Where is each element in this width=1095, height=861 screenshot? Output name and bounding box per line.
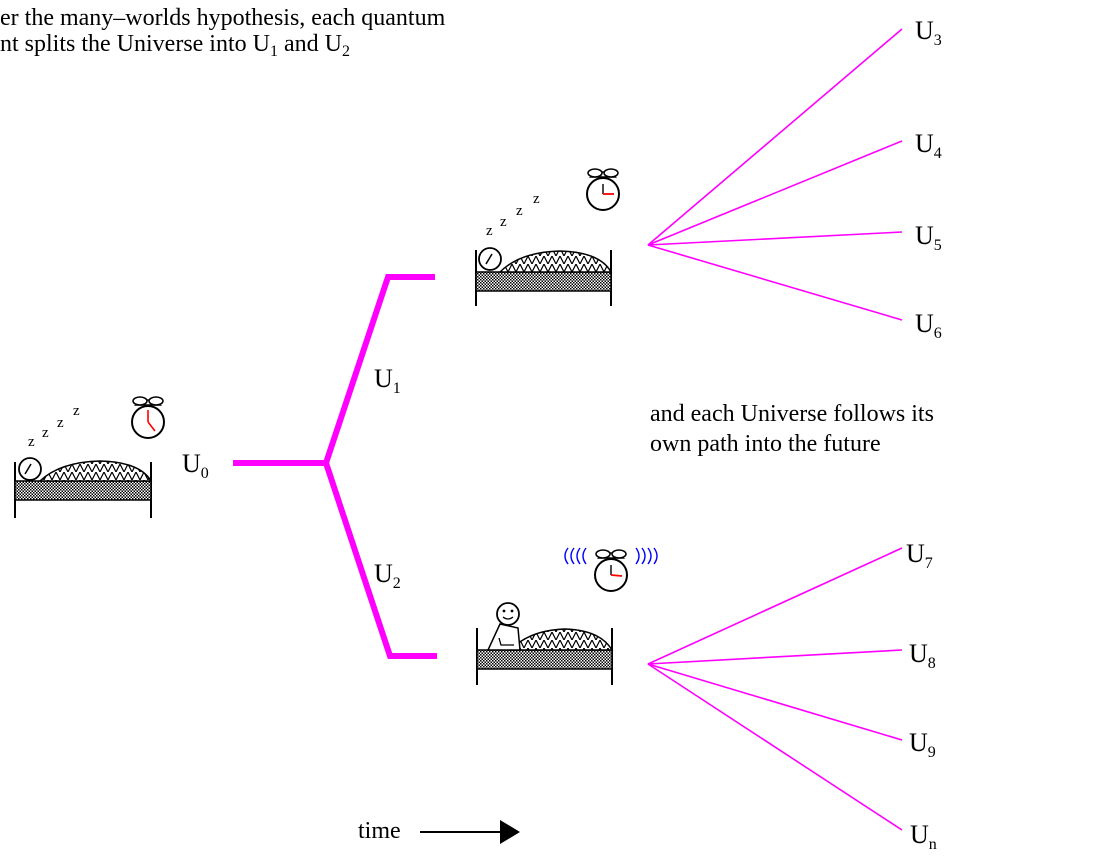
caption-line-2: nt splits the Universe into U1 and U2 [0, 31, 445, 57]
svg-text:z: z [500, 214, 507, 230]
alarm-clock-icon [595, 550, 627, 591]
note-line-2: own path into the future [650, 429, 934, 459]
branch-fan-u1 [648, 29, 902, 320]
label-u5: U5 [915, 222, 942, 250]
label-un: Un [910, 821, 937, 849]
svg-text:z: z [57, 415, 64, 431]
sleeping-person-icon [479, 248, 501, 270]
label-u9: U9 [909, 729, 936, 757]
alarm-clock-icon [132, 397, 164, 438]
label-u2: U2 [374, 560, 401, 588]
note-text: and each Universe follows its own path i… [650, 399, 934, 459]
caption-line-1: er the many–worlds hypothesis, each quan… [0, 5, 445, 31]
branch-u5 [648, 232, 902, 245]
branch-u3 [648, 29, 902, 245]
scene-u1: z z z z [476, 169, 619, 306]
branch-main [236, 277, 434, 656]
arrow-right-icon [420, 820, 520, 844]
svg-text:z: z [516, 203, 523, 219]
scene-u0: z z z z [15, 397, 164, 518]
sleeping-person-icon [19, 458, 41, 480]
svg-text:z: z [73, 403, 80, 419]
label-u6: U6 [915, 310, 942, 338]
scene-u2 [477, 548, 657, 685]
label-u7: U7 [906, 540, 933, 568]
branch-u4 [648, 141, 902, 245]
label-u8: U8 [909, 640, 936, 668]
svg-text:z: z [533, 191, 540, 207]
label-u4: U4 [915, 130, 942, 158]
label-u0: U0 [182, 450, 209, 478]
branch-u9 [648, 664, 902, 740]
awake-person-icon [488, 603, 520, 650]
label-u1: U1 [374, 365, 401, 393]
alarm-clock-icon [587, 169, 619, 210]
branch-u7 [648, 548, 902, 664]
label-u3: U3 [915, 17, 942, 45]
caption: er the many–worlds hypothesis, each quan… [0, 5, 445, 57]
branch-u6 [648, 245, 902, 320]
svg-text:z: z [42, 425, 49, 441]
time-label: time [358, 818, 401, 844]
svg-text:z: z [486, 223, 493, 239]
sleep-z-icon: z z z z [486, 191, 540, 239]
branch-u8 [648, 650, 902, 664]
svg-text:z: z [28, 434, 35, 450]
note-line-1: and each Universe follows its [650, 399, 934, 429]
sleep-z-icon: z z z z [28, 403, 80, 450]
branch-fan-u2 [648, 548, 902, 830]
branch-un [648, 664, 902, 830]
